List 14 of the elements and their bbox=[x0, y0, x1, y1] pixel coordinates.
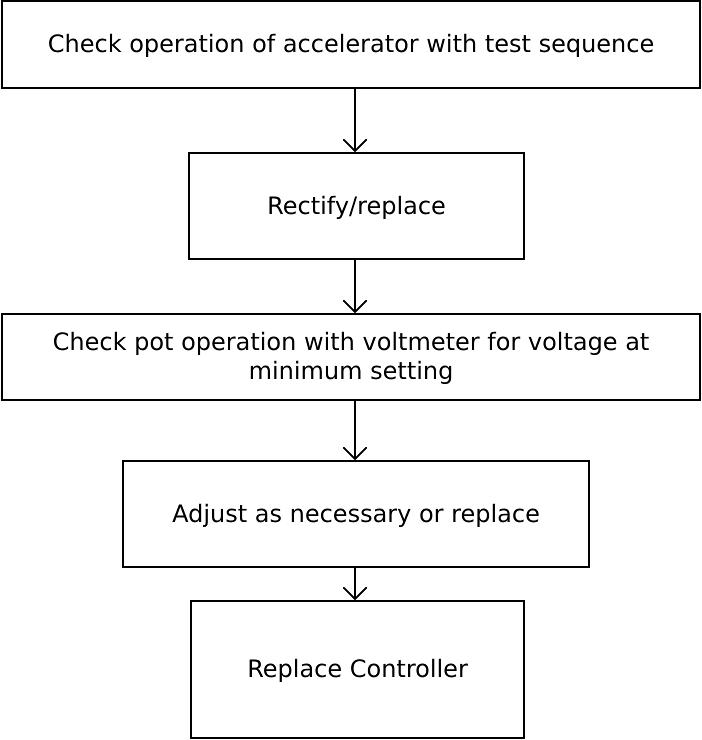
process-box bbox=[122, 460, 590, 568]
arrow bbox=[342, 401, 368, 460]
arrow bbox=[342, 568, 368, 600]
step-text: Adjust as necessary or replace bbox=[171, 500, 541, 528]
process-box bbox=[1, 313, 701, 401]
process-box bbox=[1, 0, 701, 89]
arrow bbox=[342, 89, 368, 152]
step-text: Check pot operation with voltmeter for voltage at minimum setting bbox=[52, 328, 650, 386]
step-text: Rectify/replace bbox=[266, 192, 447, 220]
process-box bbox=[190, 600, 525, 739]
arrow bbox=[342, 260, 368, 313]
step-text: Replace Controller bbox=[246, 655, 469, 684]
step-text: Check operation of accelerator with test sequence bbox=[46, 30, 656, 59]
process-box bbox=[188, 152, 525, 260]
